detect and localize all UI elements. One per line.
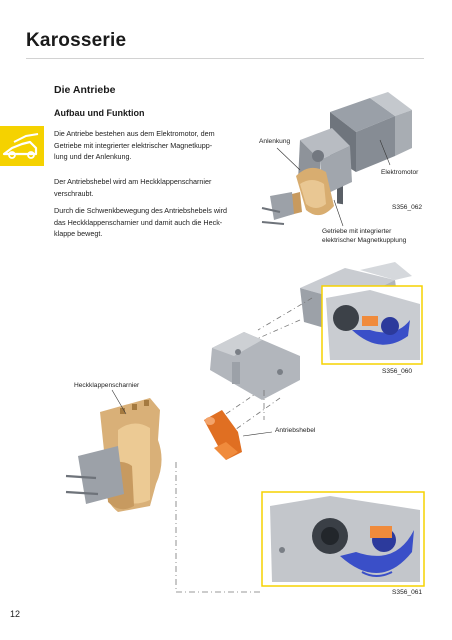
drive-lever: [204, 410, 242, 460]
section-subtitle: Aufbau und Funktion: [54, 108, 145, 118]
title-divider: [26, 58, 424, 59]
label-anlenkung: Anlenkung: [259, 138, 291, 145]
label-heckklappenscharnier: Heckklappenscharnier: [74, 382, 140, 389]
figure-id-top: S356_062: [392, 204, 423, 211]
hinge-top: [284, 167, 334, 216]
gearbox-motor-mid: [300, 262, 412, 336]
paragraph-1: Die Antriebe bestehen aus dem Elektromot…: [54, 129, 215, 161]
label-elektromotor: Elektromotor: [381, 169, 419, 176]
detail-box-bottom: [261, 491, 425, 587]
figure-id-mid: S356_060: [382, 368, 413, 375]
section-title: Die Antriebe: [54, 84, 116, 96]
label-antriebshebel: Antriebshebel: [275, 427, 316, 434]
electric-motor: [330, 92, 412, 205]
detail-box-mid: [321, 285, 423, 365]
page-number: 12: [10, 609, 21, 619]
paragraph-3: Durch die Schwenkbewegung des Antriebshe…: [54, 206, 228, 238]
paragraph-2: Der Antriebshebel wird am Heckklappensch…: [54, 177, 212, 198]
hinge-bracket-bottom: [65, 446, 124, 504]
gearbox: [298, 128, 352, 196]
mounting-bracket: [210, 332, 300, 400]
label-getriebe-1: Getriebe mit integrierter: [322, 228, 392, 235]
label-getriebe-2: elektrischer Magnetkupplung: [322, 237, 407, 244]
hinge-bottom: [100, 398, 162, 512]
page-title: Karosserie: [26, 30, 127, 51]
figure-id-bottom: S356_061: [392, 589, 423, 596]
tailgate-icon: [0, 126, 44, 166]
